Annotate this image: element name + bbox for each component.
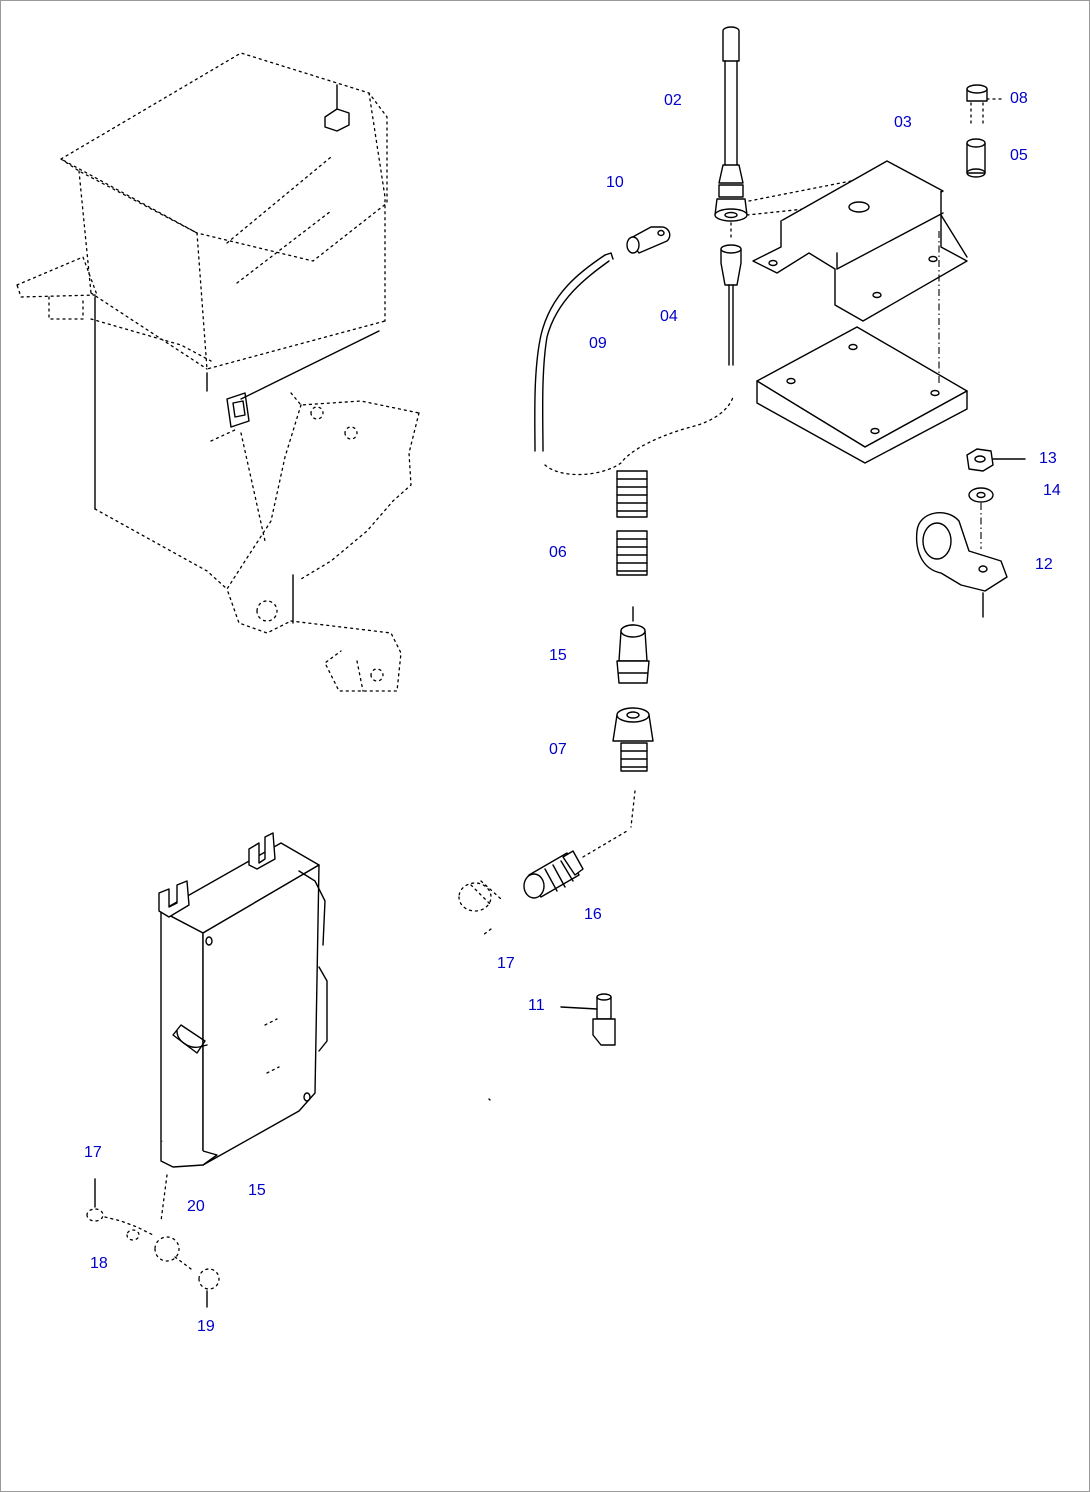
part-label-11: 11 xyxy=(528,997,545,1014)
part-label-09: 09 xyxy=(589,335,607,352)
cable-lug xyxy=(626,226,671,254)
part-label-15-gland: 15 xyxy=(549,647,567,664)
connector xyxy=(523,830,628,899)
part-label-19: 19 xyxy=(197,1318,215,1335)
washer xyxy=(968,487,994,549)
mounting-plate xyxy=(756,231,968,464)
part-label-07: 07 xyxy=(549,741,567,758)
control-box xyxy=(158,832,328,1168)
part-label-17-plug: 17 xyxy=(84,1144,102,1161)
gland-body xyxy=(612,707,654,828)
bracket xyxy=(752,160,968,322)
plug-set xyxy=(86,1174,220,1308)
part-label-12: 12 xyxy=(1035,556,1053,573)
part-label-20: 20 xyxy=(187,1198,205,1215)
part-label-02: 02 xyxy=(664,92,682,109)
part-label-17-cap: 17 xyxy=(497,955,515,972)
part-label-15-box: 15 xyxy=(248,1182,266,1199)
terminal-pin xyxy=(560,993,616,1046)
part-label-18: 18 xyxy=(90,1255,108,1272)
part-label-08: 08 xyxy=(1010,90,1028,107)
part-label-10: 10 xyxy=(606,174,624,191)
cable-gland xyxy=(616,606,650,684)
dust-cap xyxy=(458,880,502,936)
spacer xyxy=(966,138,986,178)
part-label-03: 03 xyxy=(894,114,912,131)
machine-outline xyxy=(16,52,420,692)
pipe-clamp xyxy=(915,512,1008,618)
part-label-05: 05 xyxy=(1010,147,1028,164)
part-label-04: 04 xyxy=(660,308,678,325)
antenna xyxy=(714,26,748,222)
grommet-upper xyxy=(616,470,648,518)
grommet-lower xyxy=(616,530,648,576)
part-label-13: 13 xyxy=(1039,450,1057,467)
nut xyxy=(966,448,1026,472)
part-label-14: 14 xyxy=(1043,482,1061,499)
part-label-06: 06 xyxy=(549,544,567,561)
cable xyxy=(534,252,614,452)
part-label-16: 16 xyxy=(584,906,602,923)
bolt xyxy=(966,84,1006,128)
antenna-connector xyxy=(720,222,742,366)
